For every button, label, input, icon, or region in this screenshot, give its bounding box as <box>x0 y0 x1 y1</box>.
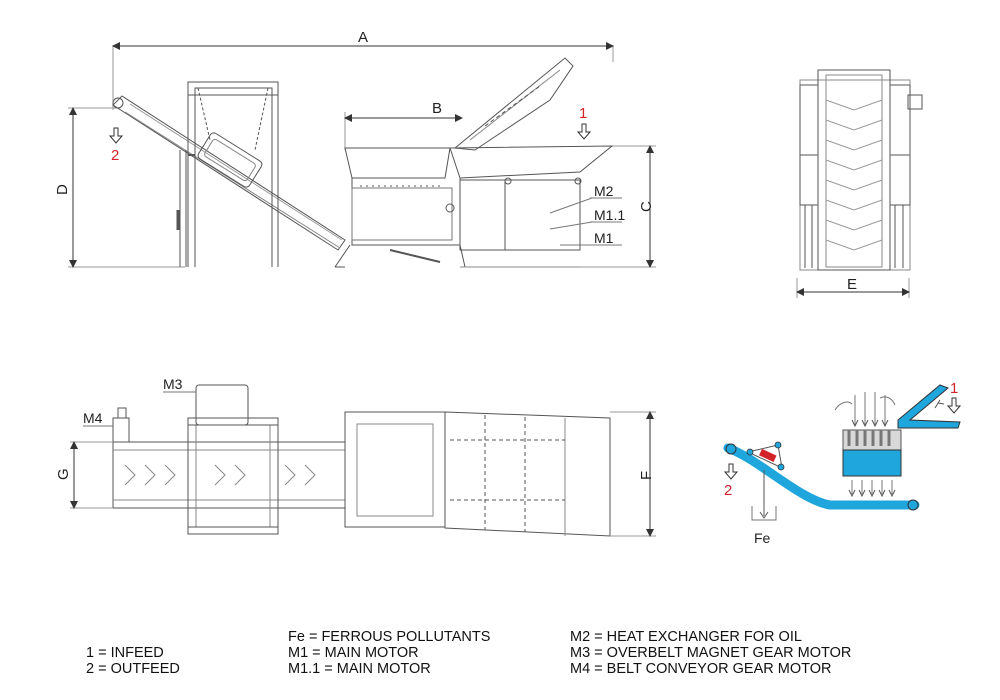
outfeed-number-schematic: 2 <box>724 482 732 499</box>
callout-m1: M1 <box>594 230 614 246</box>
legend-item: M1.1 = MAIN MOTOR <box>288 661 431 677</box>
callout-m3: M3 <box>163 376 183 392</box>
top-view <box>70 384 656 537</box>
legend-column-2: Fe = FERROUS POLLUTANTS M1 = MAIN MOTOR … <box>288 629 490 677</box>
legend-column-1: 1 = INFEED 2 = OUTFEED <box>86 645 180 677</box>
process-schematic <box>723 384 962 521</box>
belt-conveyor-schematic <box>723 443 920 510</box>
dim-a-label: A <box>358 29 368 46</box>
legend-item: M2 = HEAT EXCHANGER FOR OIL <box>570 629 802 645</box>
infeed-number-side: 1 <box>579 105 587 122</box>
outfeed-number-side: 2 <box>111 147 119 164</box>
callout-m4: M4 <box>83 410 103 426</box>
dim-g-label: G <box>55 468 72 480</box>
shredder-hopper <box>344 147 451 179</box>
callout-m1-1: M1.1 <box>594 207 625 223</box>
legend-item: 2 = OUTFEED <box>86 661 180 677</box>
front-view <box>796 69 923 298</box>
dim-b-label: B <box>432 100 442 117</box>
callout-m2: M2 <box>594 183 614 199</box>
dim-e-label: E <box>847 276 857 293</box>
legend-column-3: M2 = HEAT EXCHANGER FOR OIL M3 = OVERBEL… <box>570 629 851 677</box>
magnet-frame <box>187 81 279 267</box>
legend-item: M3 = OVERBELT MAGNET GEAR MOTOR <box>570 645 852 661</box>
legend-item: 1 = INFEED <box>86 645 164 661</box>
infeed-conveyor <box>453 57 574 151</box>
callout-fe: Fe <box>754 530 771 546</box>
infeed-number-schematic: 1 <box>950 380 958 397</box>
dim-d-label: D <box>54 184 71 195</box>
dim-f-label: F <box>638 471 655 480</box>
overbelt-magnet <box>197 132 263 188</box>
power-unit <box>449 145 614 179</box>
outfeed-conveyor <box>112 95 346 251</box>
legend-item: M4 = BELT CONVEYOR GEAR MOTOR <box>570 661 832 677</box>
legend-item: Fe = FERROUS POLLUTANTS <box>288 629 491 645</box>
dim-c-label: C <box>638 201 655 212</box>
legend-item: M1 = MAIN MOTOR <box>288 645 419 661</box>
side-view <box>68 42 656 268</box>
